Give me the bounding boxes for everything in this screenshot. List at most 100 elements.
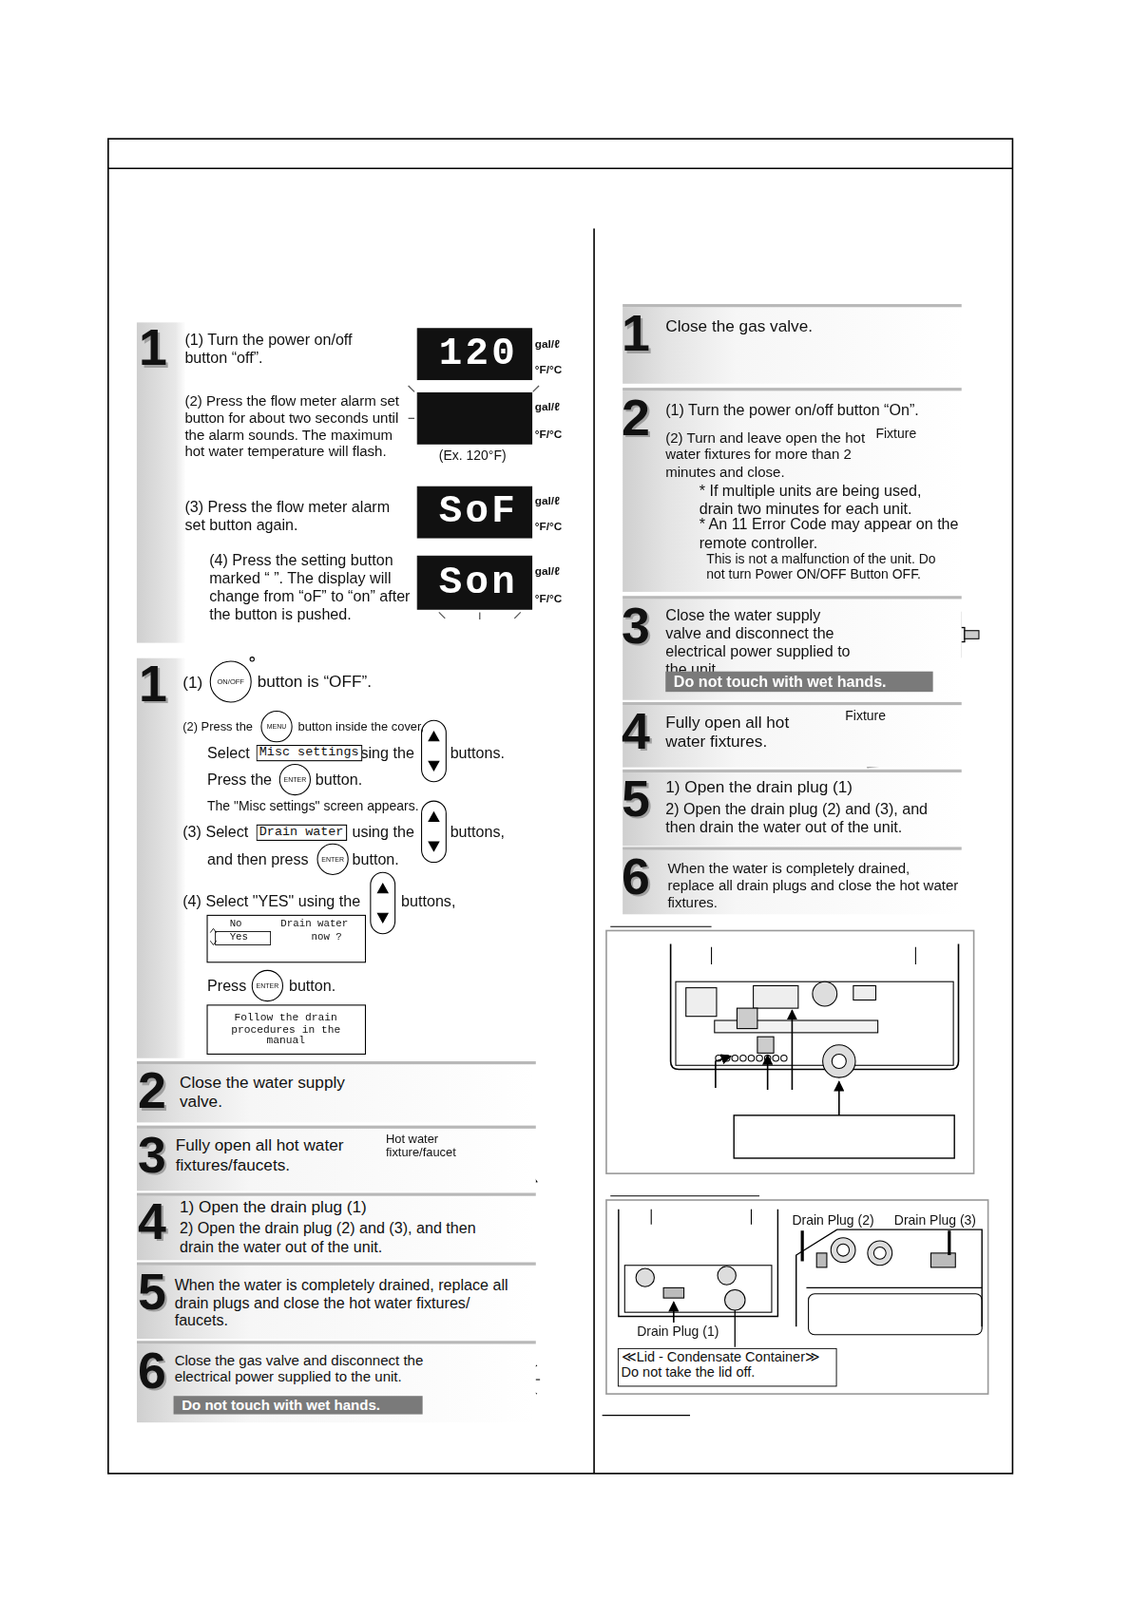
header-rule: [108, 167, 1014, 170]
vent-hole: [756, 1055, 763, 1062]
step-text: Select: [207, 744, 250, 763]
display-readout: 120: [439, 332, 518, 376]
step-text: (4) Select "YES" using the: [182, 892, 361, 911]
step-text: (3) Press the flow meter alarm set butto…: [184, 498, 404, 535]
bracket-mark: [915, 947, 917, 965]
step-text: buttons,: [450, 823, 505, 842]
part-label: No: [230, 919, 243, 931]
part-label: Fixture: [875, 426, 917, 441]
unit-label: gal/ℓ: [535, 494, 560, 507]
step-text: button inside the cover,: [298, 719, 425, 734]
bracket-mark: [710, 947, 712, 965]
vent-hole: [747, 1055, 754, 1062]
fitting: [853, 985, 877, 1000]
step-text: (1) Turn the power on/off button “off”.: [184, 330, 394, 367]
part-label: Drain Plug (1): [636, 1324, 719, 1340]
fitting: [830, 1238, 856, 1264]
step-number: 6: [621, 851, 651, 903]
step-text: (4) Press the setting button marked “ ”.…: [209, 551, 412, 623]
step-number: 3: [621, 600, 651, 652]
vent-hole: [772, 1055, 779, 1062]
display-readout: Son: [439, 561, 518, 605]
step-text: (2) Press the flow meter alarm set butto…: [184, 392, 407, 460]
step-text: 2) Open the drain plug (2) and (3), and …: [179, 1219, 497, 1256]
heater-outline: [670, 943, 959, 1070]
step-text: buttons.: [450, 744, 505, 763]
leader-line: [801, 1230, 805, 1262]
control-cover: [753, 985, 799, 1009]
step-number: 2: [137, 1065, 167, 1117]
leader-arrow: [838, 1081, 841, 1115]
drain-plug: [757, 1036, 774, 1054]
step-number: 5: [137, 1266, 167, 1319]
step-text: using the: [352, 823, 415, 842]
step-text: Close the water supply valve.: [179, 1073, 364, 1112]
fitting: [873, 1246, 886, 1260]
callout-box: ≪Lid - Condensate Container≫ Do not take…: [617, 1348, 838, 1388]
step-band: 5When the water is completely drained, r…: [136, 1263, 537, 1341]
step-text: Close the gas valve.: [665, 317, 840, 337]
condensate-fitting: [725, 1290, 746, 1311]
bracket-mark: [651, 1209, 652, 1226]
leader-arrow: [766, 1055, 769, 1092]
step-text: Close the water supply valve and disconn…: [665, 606, 860, 678]
step-number: 4: [137, 1196, 167, 1248]
step-text: buttons,: [401, 892, 456, 911]
step-number: 1: [138, 658, 168, 710]
leader-arrow: [791, 1010, 794, 1091]
part-label: Drain Plug (3): [894, 1213, 977, 1228]
step-number: 1: [621, 307, 651, 360]
vent-hole: [740, 1055, 747, 1062]
unit-label: gal/ℓ: [535, 400, 560, 413]
part-label: Fixture: [844, 709, 886, 724]
step-number: 4: [621, 706, 651, 758]
vent-hole: [781, 1055, 787, 1062]
step-text: and then press: [207, 850, 309, 869]
step-band: 2 Close the water supply valve.: [136, 1061, 537, 1123]
step-text: 1) Open the drain plug (1): [665, 778, 941, 798]
step-band: 51) Open the drain plug (1)2) Open the d…: [622, 769, 962, 847]
part-label: (Ex. 120°F): [439, 449, 507, 464]
valve-handle: [964, 631, 979, 640]
button-label: Follow the drain procedures in the manua…: [211, 1012, 361, 1048]
fitting: [812, 981, 838, 1007]
bracket-mark: [750, 1209, 752, 1226]
part-label: Drain water: [256, 824, 347, 842]
step-text: (3) Select: [182, 823, 249, 842]
button-label: MENU: [267, 723, 288, 731]
heading-underline: [610, 1195, 760, 1197]
step-text: button.: [288, 977, 336, 996]
fitting: [867, 1241, 893, 1266]
condensate-pipe: [734, 1310, 736, 1348]
step-text: This is not a malfunction of the unit. D…: [706, 551, 957, 583]
step-text: button.: [352, 850, 400, 869]
step-band: 3 Close the water supply valve and discon…: [622, 595, 962, 701]
step-band: 6When the water is completely drained, r…: [622, 846, 962, 915]
condensate-fitting: [831, 1054, 846, 1069]
leader-line: [947, 1230, 951, 1256]
step-text: * An 11 Error Code may appear on the rem…: [699, 515, 960, 552]
step-text: ≪Lid - Condensate Container≫ Do not take…: [621, 1348, 834, 1381]
panel-edge: [805, 1287, 982, 1289]
step-band: 6Close the gas valve and disconnect the …: [136, 1341, 537, 1423]
part-label: Misc settings: [256, 745, 363, 762]
unit-label: gal/ℓ: [535, 337, 560, 350]
part-label: Drain water: [280, 919, 348, 931]
step-text: (1) Turn the power on/off button “On”.: [665, 401, 952, 420]
step-text: button is “OFF”.: [257, 672, 372, 692]
unit-label: °F/°C: [535, 592, 562, 605]
heater-bottom-panel: [675, 981, 954, 1066]
warning-text: Do not touch with wet hands.: [173, 1396, 423, 1416]
drain-plug: [736, 1008, 757, 1029]
warning-text: Do not touch with wet hands.: [665, 671, 933, 692]
step-band: 2(1) Turn the power on/off button “On”.(…: [622, 387, 962, 593]
step-number: 5: [621, 773, 651, 825]
step-text: * If multiple units are being used, drai…: [699, 481, 960, 518]
drain-plug: [816, 1253, 827, 1268]
unit-label: °F/°C: [535, 520, 562, 534]
page-frame: [108, 138, 1014, 1475]
unit-label: °F/°C: [535, 363, 562, 376]
step-text: (2) Press the: [182, 719, 253, 734]
condensate-fitting: [823, 1045, 856, 1078]
